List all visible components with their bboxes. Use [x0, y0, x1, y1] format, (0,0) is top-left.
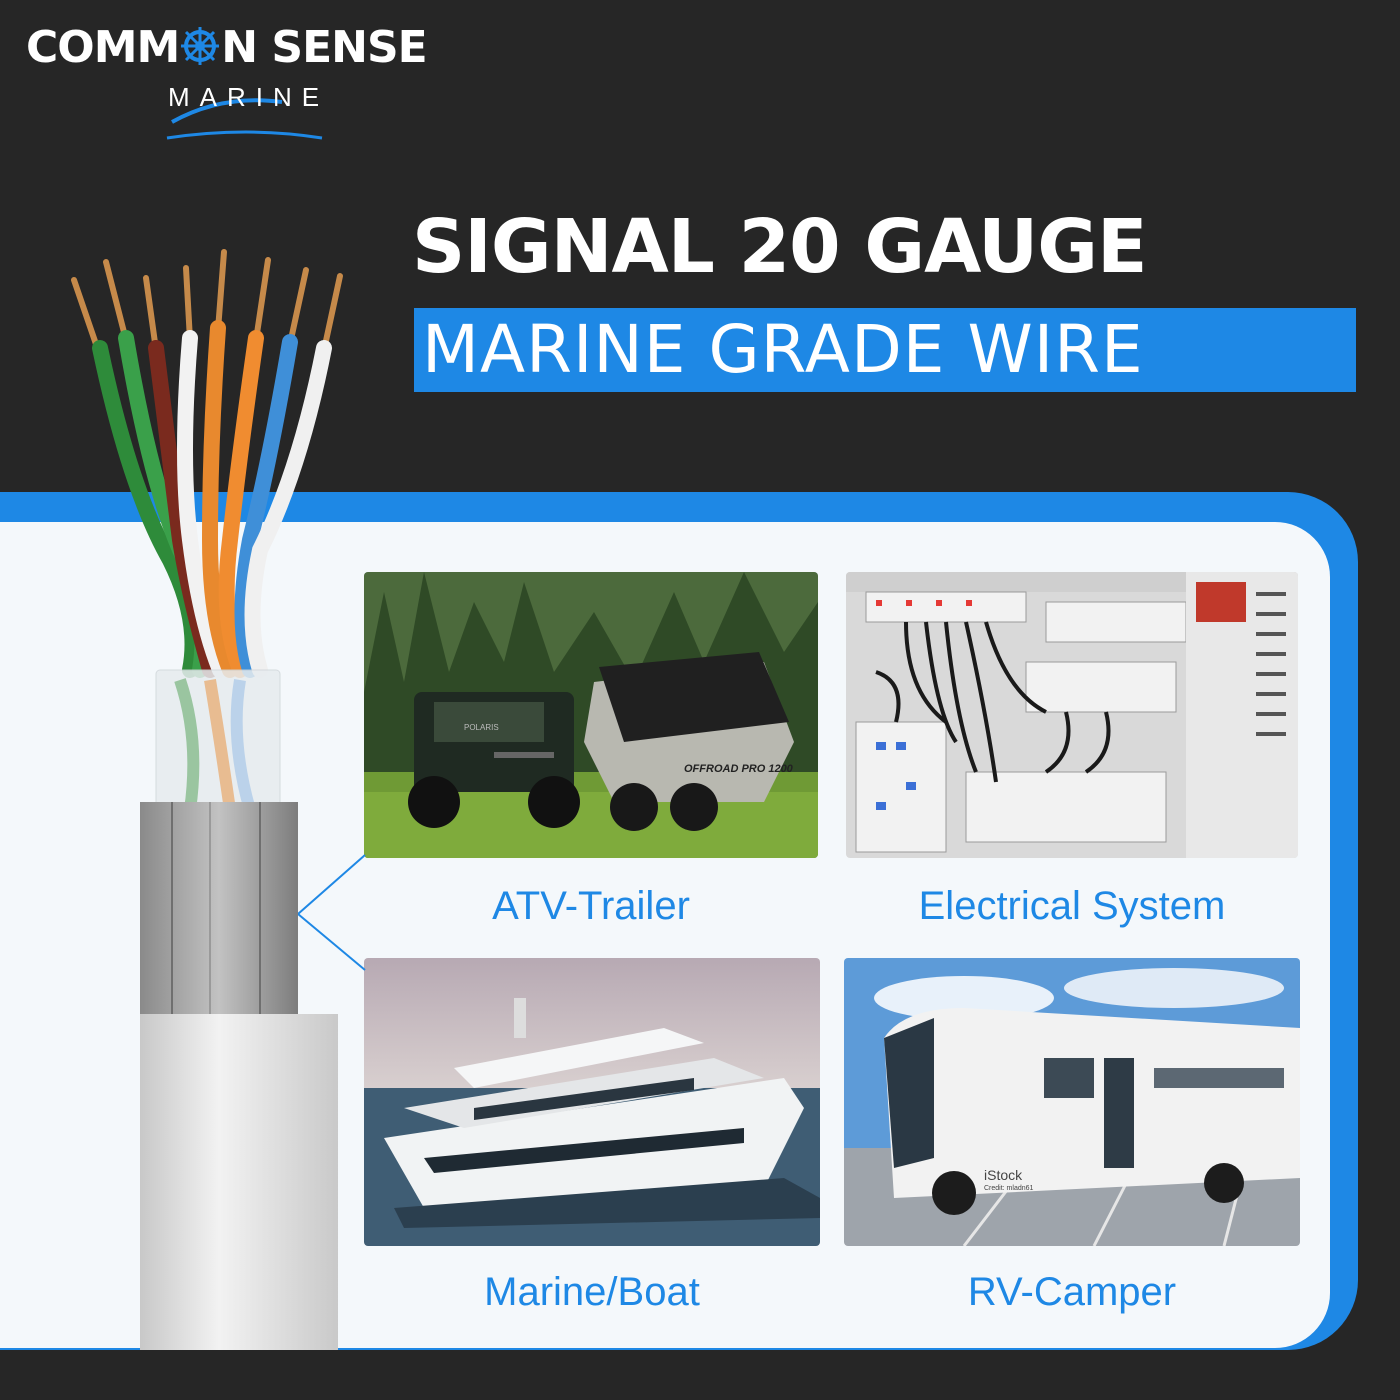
headline-subtitle: MARINE GRADE WIRE: [414, 308, 1356, 392]
trailer-brand-text: OFFROAD PRO 1200: [684, 763, 794, 775]
wave-icon: [166, 98, 323, 140]
atv-trailer-photo: POLARIS OFFROAD PRO 1200: [364, 572, 818, 858]
cable-illustration: [71, 249, 343, 1350]
rv-camper-photo: iStock Credit: mladn61: [844, 958, 1300, 1246]
marine-boat-photo: [364, 958, 820, 1246]
brand-name-part2: N SENSE: [221, 22, 427, 73]
brand-name-part1: COMM: [26, 22, 180, 73]
ship-wheel-icon: [181, 27, 220, 65]
caption-marine-boat: Marine/Boat: [484, 1270, 700, 1314]
caption-electrical-system: Electrical System: [918, 884, 1226, 928]
brand-name: COMM N SENSE: [26, 22, 428, 73]
brand-logo: COMM N SENSE MARINE: [22, 22, 462, 140]
watermark-text: iStock: [984, 1167, 1023, 1183]
electrical-system-photo: [846, 572, 1298, 858]
caption-atv-trailer: ATV-Trailer: [492, 884, 690, 928]
caption-rv-camper: RV-Camper: [967, 1270, 1177, 1314]
headline-title: SIGNAL 20 GAUGE: [412, 204, 1148, 290]
watermark-credit: Credit: mladn61: [984, 1185, 1034, 1192]
brand-sub: MARINE: [168, 82, 330, 112]
atv-badge-text: POLARIS: [464, 723, 499, 732]
